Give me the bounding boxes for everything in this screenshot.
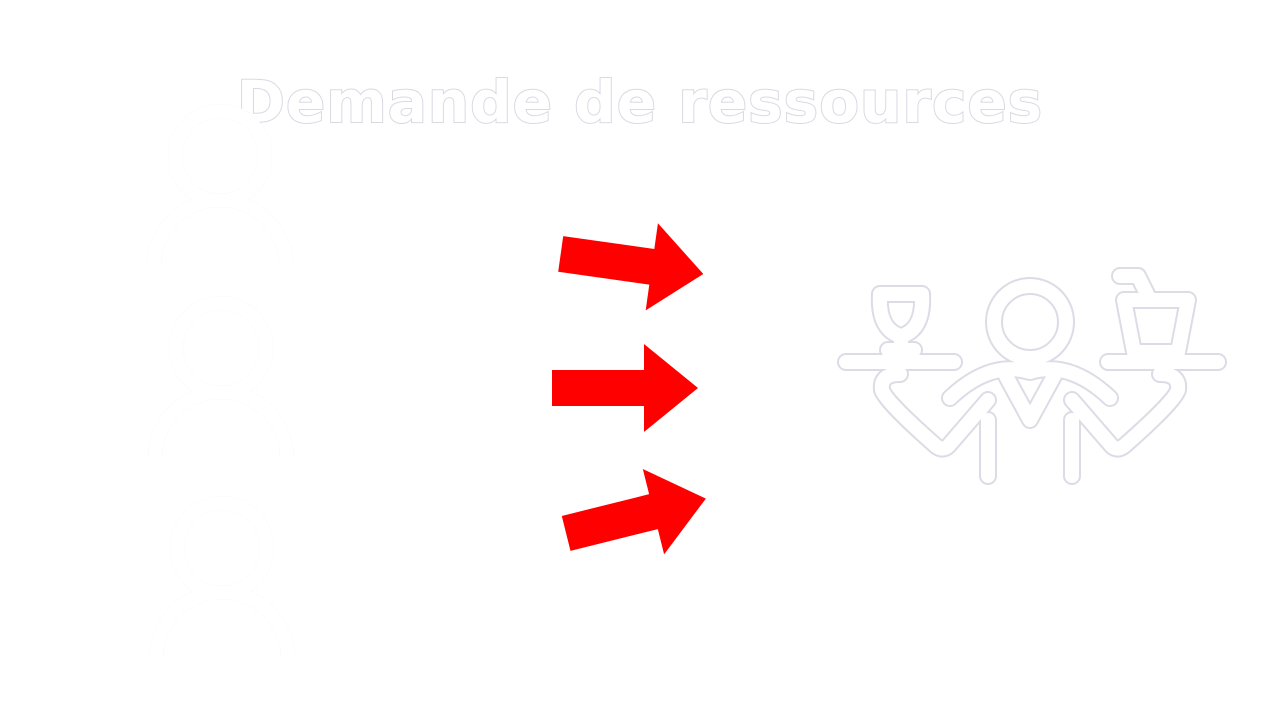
request-arrow-3 [556,466,726,571]
arrow-right-icon [561,468,706,555]
user-icon [148,296,294,459]
user-icon [149,496,295,659]
arrow-right-icon [558,223,704,311]
server-waiter [837,267,1227,485]
diagram-title: Demande de ressources [236,67,1044,137]
request-arrow-2 [546,340,716,445]
client-user-3 [148,496,296,660]
request-arrow-1 [552,214,722,319]
client-user-1 [146,104,294,268]
arrow-right-icon [552,344,698,432]
client-user-2 [147,296,295,460]
user-icon [147,104,293,267]
waiter-icon [837,267,1227,485]
